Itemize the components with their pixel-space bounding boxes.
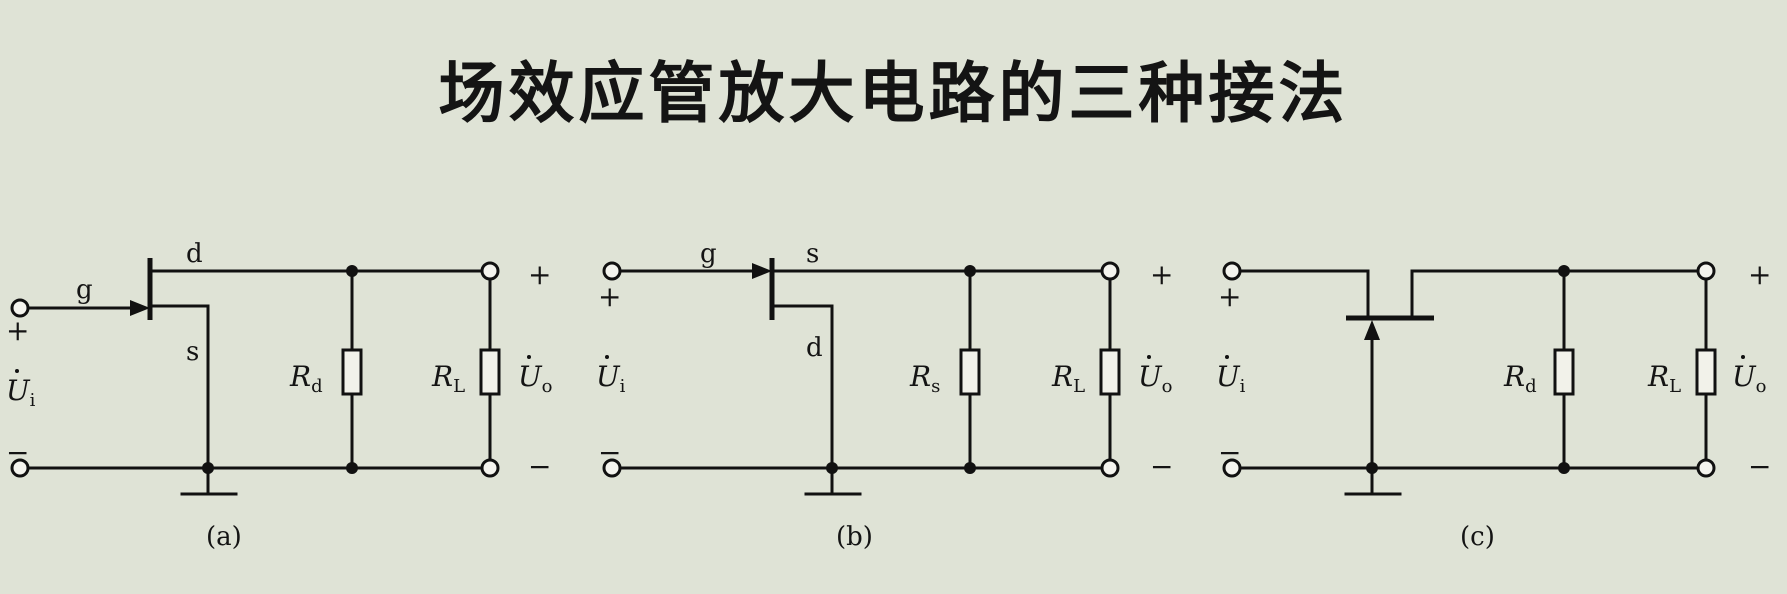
output-plus-sign: + xyxy=(1748,258,1771,291)
input-terminal-top xyxy=(602,261,622,281)
junction-node xyxy=(964,462,976,474)
gate-label: g xyxy=(76,275,93,305)
caption-a: (a) xyxy=(206,522,242,552)
source-line xyxy=(1238,269,1370,320)
gate-label: g xyxy=(700,239,717,269)
output-minus-sign: − xyxy=(528,450,551,483)
junction-node xyxy=(202,462,214,474)
input-minus-sign: − xyxy=(6,436,29,469)
output-terminal-bottom xyxy=(1100,458,1120,478)
gate-arrow xyxy=(1364,320,1380,340)
phasor-dot xyxy=(1147,355,1151,359)
output-voltage-label: Uo xyxy=(518,360,552,397)
resistor-rl xyxy=(1099,348,1121,396)
input-plus-sign: + xyxy=(1218,280,1241,313)
gate-arrow xyxy=(130,300,150,316)
input-terminal-top xyxy=(1222,261,1242,281)
gate-arrow xyxy=(752,263,772,279)
rs-label: Rs xyxy=(909,360,940,397)
input-minus-sign: − xyxy=(1218,436,1241,469)
drain-line xyxy=(770,304,834,470)
junction-node xyxy=(346,265,358,277)
rl-label: RL xyxy=(431,360,465,397)
resistor-rl xyxy=(1695,348,1717,396)
output-minus-sign: − xyxy=(1748,450,1771,483)
lower-terminal-label: s xyxy=(186,337,199,367)
rd-label: Rd xyxy=(289,360,323,397)
slide-title: 场效应管放大电路的三种接法 xyxy=(438,54,1349,132)
junction-node xyxy=(1558,462,1570,474)
drain-line xyxy=(1410,269,1700,320)
output-terminal-bottom xyxy=(480,458,500,478)
output-terminal-top xyxy=(1100,261,1120,281)
input-voltage-label: Ui xyxy=(6,374,36,411)
phasor-dot xyxy=(605,355,609,359)
circuit-b: g s d + − Ui Rs RL + − Uo (b) xyxy=(596,239,1173,552)
input-minus-sign: − xyxy=(598,436,621,469)
input-plus-sign: + xyxy=(6,314,29,347)
junction-node xyxy=(1558,265,1570,277)
junction-node xyxy=(1366,462,1378,474)
upper-terminal-label: d xyxy=(186,239,203,269)
phasor-dot xyxy=(15,369,19,373)
output-voltage-label: Uo xyxy=(1732,360,1766,397)
phasor-dot xyxy=(527,355,531,359)
rd-label: Rd xyxy=(1503,360,1537,397)
resistor-rs xyxy=(959,348,981,396)
caption-c: (c) xyxy=(1460,522,1495,552)
output-terminal-top xyxy=(480,261,500,281)
output-minus-sign: − xyxy=(1150,450,1173,483)
output-plus-sign: + xyxy=(1150,258,1173,291)
caption-b: (b) xyxy=(836,522,873,552)
junction-node xyxy=(964,265,976,277)
phasor-dot xyxy=(1225,355,1229,359)
lower-terminal-label: d xyxy=(806,333,823,363)
circuit-a: g d s + − Ui Rd RL + − Uo (a) xyxy=(6,239,552,552)
upper-terminal-label: s xyxy=(806,239,819,269)
resistor-rl xyxy=(479,348,501,396)
rl-label: RL xyxy=(1051,360,1085,397)
resistor-rd xyxy=(1553,348,1575,396)
source-line xyxy=(148,304,210,470)
output-plus-sign: + xyxy=(528,258,551,291)
junction-node xyxy=(346,462,358,474)
output-voltage-label: Uo xyxy=(1138,360,1172,397)
input-voltage-label: Ui xyxy=(596,360,626,397)
rl-label: RL xyxy=(1647,360,1681,397)
resistor-rd xyxy=(341,348,363,396)
circuit-c: + − Ui Rd RL + − Uo (c) xyxy=(1216,258,1771,552)
phasor-dot xyxy=(1741,355,1745,359)
output-terminal-bottom xyxy=(1696,458,1716,478)
input-plus-sign: + xyxy=(598,280,621,313)
input-voltage-label: Ui xyxy=(1216,360,1246,397)
junction-node xyxy=(826,462,838,474)
output-terminal-top xyxy=(1696,261,1716,281)
